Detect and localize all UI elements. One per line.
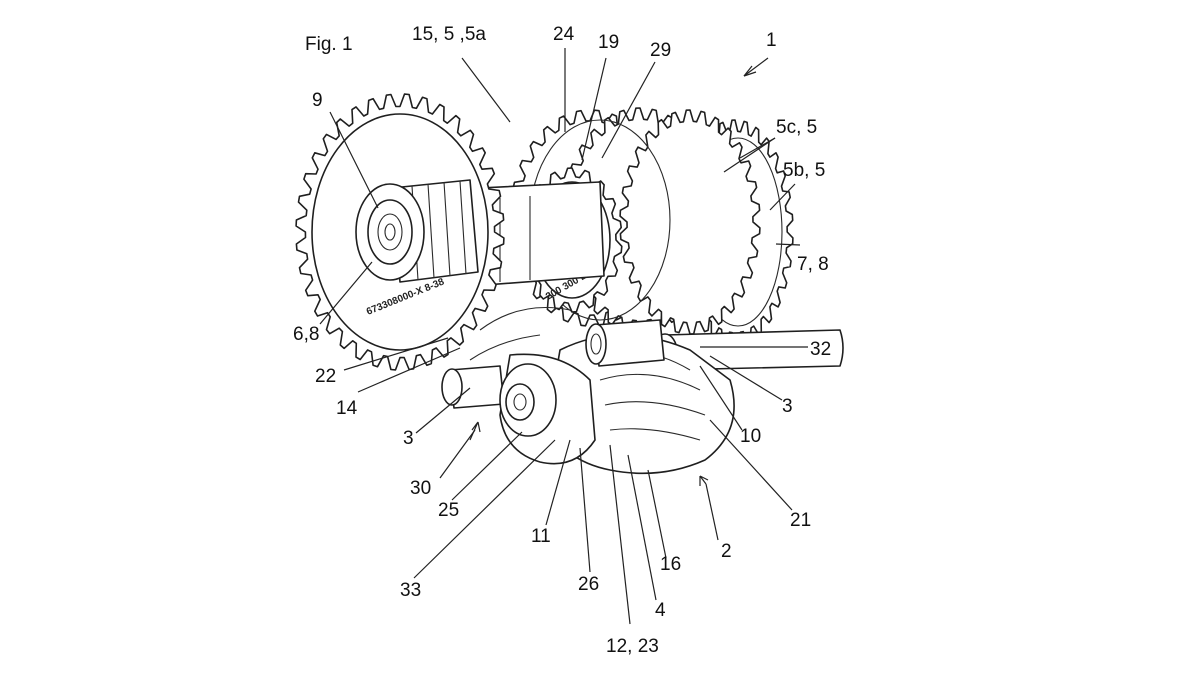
label-14: 14 xyxy=(336,398,358,419)
label-6-8: 6,8 xyxy=(293,324,319,345)
label-12-23: 12, 23 xyxy=(606,636,659,657)
reference-labels: Fig. 1 1 15, 5 ,5a 24 19 29 9 5c, 5 5b, … xyxy=(293,24,831,657)
label-9: 9 xyxy=(312,90,323,111)
label-1: 1 xyxy=(766,30,777,51)
label-32: 32 xyxy=(810,339,831,360)
label-15-5-5a: 15, 5 ,5a xyxy=(412,24,486,45)
crankshaft xyxy=(441,307,844,475)
label-30: 30 xyxy=(410,478,431,499)
label-25: 25 xyxy=(438,500,459,521)
label-4: 4 xyxy=(655,600,666,621)
label-11: 11 xyxy=(531,526,551,547)
label-21: 21 xyxy=(790,510,811,531)
label-5b-5: 5b, 5 xyxy=(783,160,825,181)
label-24: 24 xyxy=(553,24,575,45)
label-29: 29 xyxy=(650,40,671,61)
label-33: 33 xyxy=(400,580,421,601)
label-19: 19 xyxy=(598,32,619,53)
figure-title: Fig. 1 xyxy=(305,34,353,55)
label-22: 22 xyxy=(315,366,336,387)
label-26: 26 xyxy=(578,574,599,595)
label-10: 10 xyxy=(740,426,761,447)
label-2: 2 xyxy=(721,541,732,562)
leader-lines xyxy=(319,48,808,625)
output-hub xyxy=(355,179,479,283)
label-5c-5: 5c, 5 xyxy=(776,117,817,138)
label-16: 16 xyxy=(660,554,681,575)
label-3-left: 3 xyxy=(403,428,414,449)
label-7-8: 7, 8 xyxy=(797,254,829,275)
label-3-right: 3 xyxy=(782,396,793,417)
